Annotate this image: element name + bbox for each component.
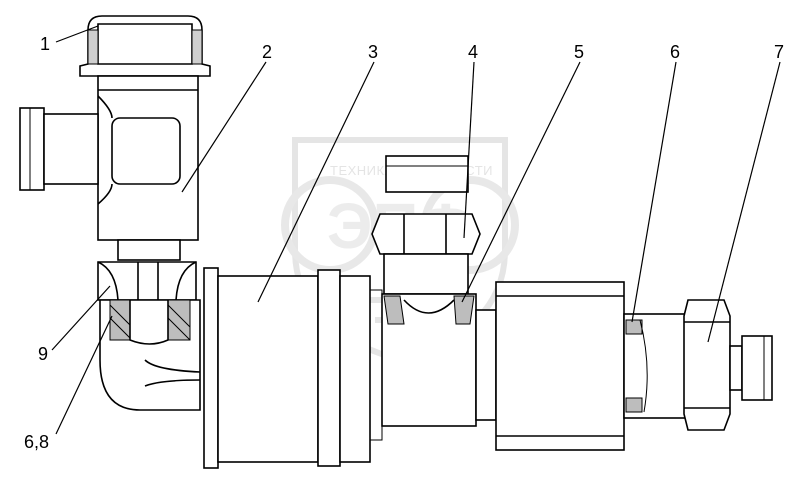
callout-4: 4 [468, 42, 478, 62]
part-5-seal-housing [381, 293, 497, 427]
callout-2: 2 [262, 42, 272, 62]
part-3-main-body [203, 267, 383, 469]
callout-6-8: 6,8 [24, 432, 49, 452]
part-2-tee-fitting [19, 75, 199, 261]
part-9-nut [97, 261, 197, 301]
part-1-cap [79, 15, 211, 77]
callout-1: 1 [40, 34, 50, 54]
part-6-8-elbow [99, 299, 201, 411]
callout-9: 9 [38, 344, 48, 364]
watermark-text-left: ТЕХНИКА [330, 163, 394, 178]
callout-3: 3 [368, 42, 378, 62]
leader-lines [51, 25, 781, 435]
part-7-end-nut [683, 299, 773, 431]
callout-7: 7 [774, 42, 784, 62]
part-4-plug [371, 155, 481, 295]
callout-5: 5 [574, 42, 584, 62]
callout-6: 6 [670, 42, 680, 62]
part-6-coupling [495, 281, 689, 451]
